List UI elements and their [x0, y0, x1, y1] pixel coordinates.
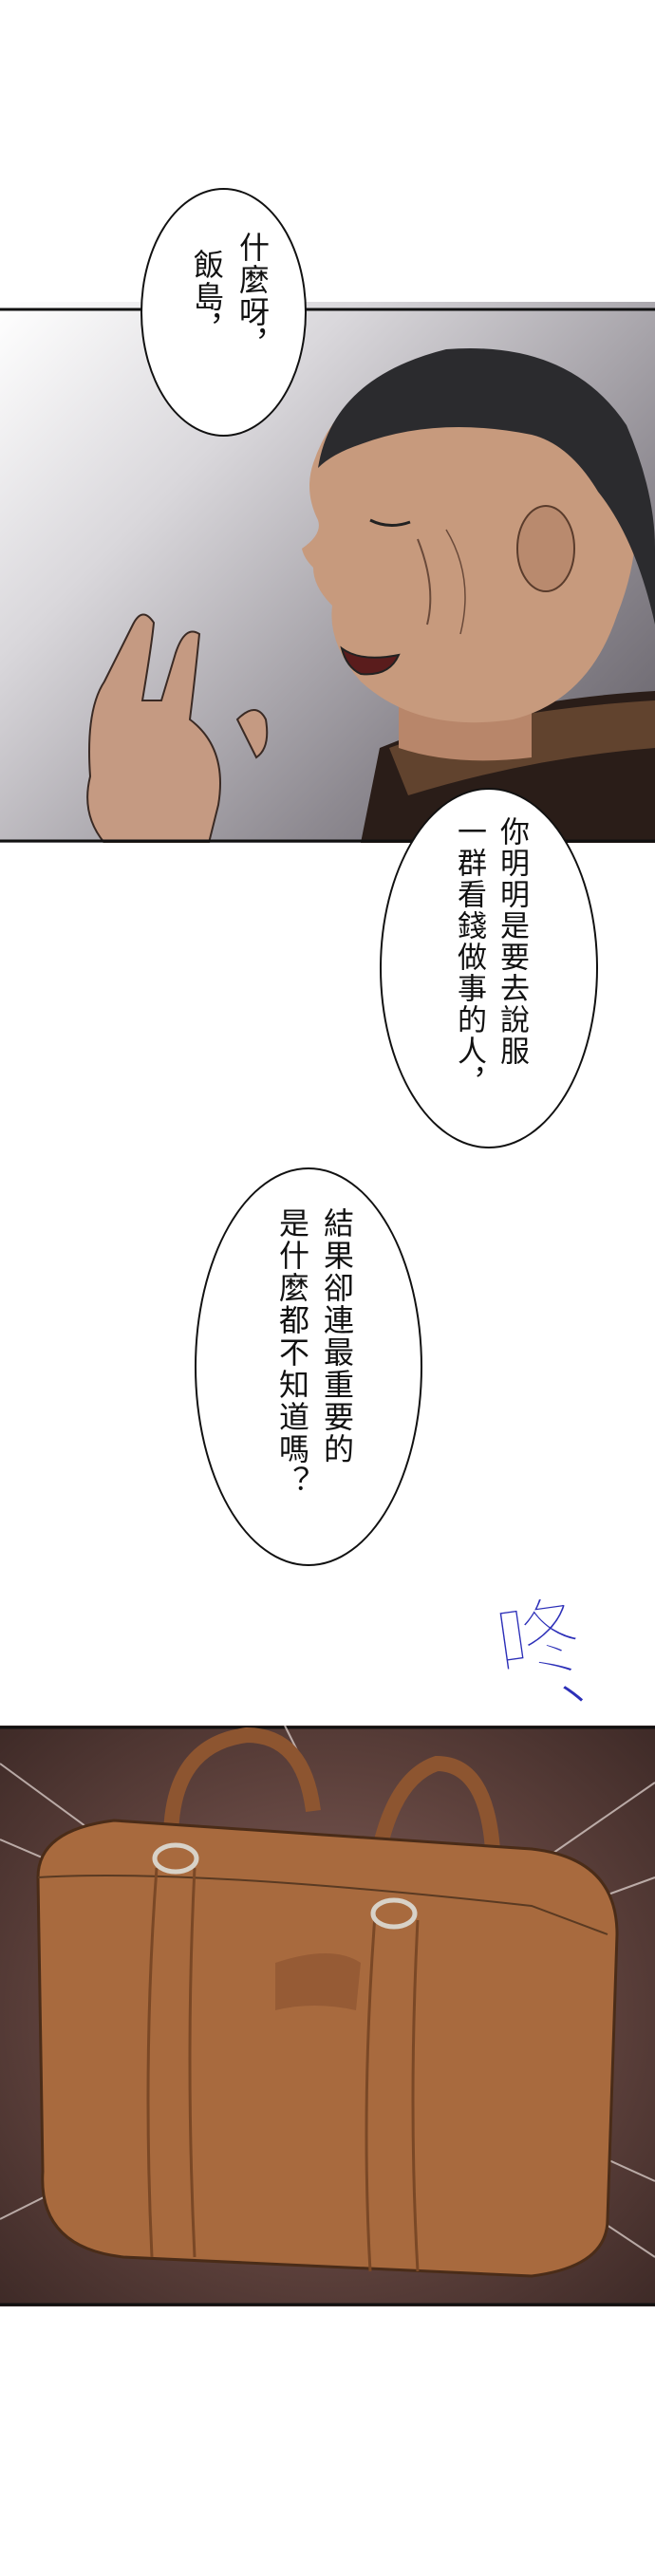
- bag-illustration: [0, 1726, 655, 2306]
- panel-man: [0, 302, 655, 843]
- man-illustration: [0, 308, 655, 843]
- speech-bubble-2: 你明明是要去說服 一群看錢做事的人，: [380, 788, 598, 1148]
- bubble-1-line-2: 飯島，: [189, 249, 225, 345]
- bubble-1-line-1: 什麼呀，: [234, 232, 271, 361]
- panel-bag: [0, 1726, 655, 2306]
- bubble-3-line-1: 結果卻連最重要的: [319, 1207, 355, 1465]
- bubble-3-line-2: 是什麼都不知道嗎？: [274, 1207, 310, 1498]
- bubble-2-line-2: 一群看錢做事的人，: [452, 816, 486, 1098]
- bubble-2-line-1: 你明明是要去說服: [495, 816, 529, 1067]
- speech-bubble-3: 結果卻連最重要的 是什麼都不知道嗎？: [195, 1167, 422, 1566]
- speech-bubble-1: 什麼呀， 飯島，: [140, 188, 307, 437]
